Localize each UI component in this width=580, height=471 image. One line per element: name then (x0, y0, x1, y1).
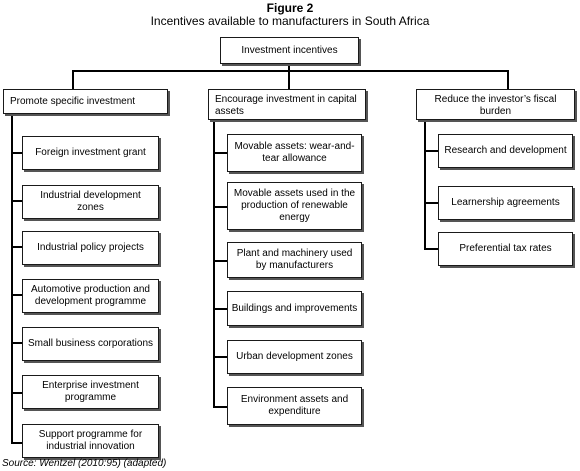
leaf-node: Foreign investment grant (22, 136, 159, 170)
connector-stub (424, 202, 438, 204)
leaf-label: Environment assets and expenditure (240, 394, 349, 417)
connector-stub (11, 294, 23, 296)
connector-stub (213, 260, 227, 262)
leaf-label: Enterprise investment programme (42, 380, 139, 403)
leaf-label: Movable assets: wear-and-tear allowance (234, 141, 355, 164)
leaf-node: Enterprise investment programme (22, 375, 159, 409)
leaf-label: Plant and machinery used by manufacturer… (236, 248, 353, 271)
leaf-label: Preferential tax rates (459, 243, 552, 254)
connector-branch-3-drop (507, 70, 509, 90)
connector-stub (11, 152, 23, 154)
connector-horizontal-bus (72, 70, 508, 72)
connector-stub (424, 150, 438, 152)
connector-stub (213, 206, 227, 208)
root-label: Investment incentives (241, 44, 338, 56)
leaf-label: Automotive production and development pr… (31, 284, 150, 307)
connector-branch-2-drop (288, 70, 290, 90)
leaf-node: Research and development (438, 134, 573, 168)
leaf-node: Industrial policy projects (22, 231, 159, 265)
leaf-label: Support programme for industrial innovat… (38, 429, 143, 452)
connector-stub (424, 248, 438, 250)
connector-stub (11, 200, 23, 202)
connector-stub (11, 246, 23, 248)
connector-stub (11, 392, 23, 394)
leaf-node: Small business corporations (22, 327, 159, 361)
branch-node-promote-specific-investment: Promote specific investment (3, 89, 168, 114)
figure-title: Incentives available to manufacturers in… (150, 14, 430, 28)
leaf-node: Support programme for industrial innovat… (22, 424, 159, 458)
branch-label: Promote specific investment (10, 95, 136, 107)
connector-root-down (288, 64, 290, 71)
leaf-label: Foreign investment grant (35, 147, 146, 158)
root-node: Investment incentives (220, 37, 359, 64)
branch-node-reduce-fiscal-burden: Reduce the investor’s fiscal burden (416, 89, 575, 120)
leaf-label: Movable assets used in the production of… (233, 188, 356, 223)
leaf-node: Learnership agreements (438, 186, 573, 220)
leaf-label: Buildings and improvements (231, 302, 358, 314)
branch-label: Encourage investment in capital assets (215, 94, 357, 117)
leaf-node: Urban development zones (227, 340, 362, 374)
leaf-label: Learnership agreements (451, 197, 560, 208)
leaf-node: Movable assets used in the production of… (227, 182, 362, 230)
branch-label: Reduce the investor’s fiscal burden (434, 94, 557, 117)
connector-stub (213, 152, 227, 154)
connector-stub (213, 406, 227, 408)
connector-stub (213, 308, 227, 310)
leaf-node: Buildings and improvements (227, 291, 362, 326)
source-note: Source: Wentzel (2010:95) (adapted) (2, 458, 167, 469)
figure-number: Figure 2 (266, 1, 314, 15)
leaf-node: Industrial development zones (22, 185, 159, 219)
connector-stub (11, 342, 23, 344)
leaf-label: Small business corporations (27, 338, 154, 349)
leaf-label: Research and development (444, 145, 567, 156)
connector-branch-3-spine (424, 114, 426, 250)
connector-stub (213, 356, 227, 358)
leaf-label: Industrial development zones (40, 190, 141, 213)
leaf-node: Preferential tax rates (438, 232, 573, 266)
leaf-node: Automotive production and development pr… (22, 279, 159, 313)
connector-branch-1-drop (72, 70, 74, 90)
connector-branch-1-spine (11, 114, 13, 444)
connector-stub (11, 442, 23, 444)
leaf-node: Environment assets and expenditure (227, 387, 362, 425)
branch-node-encourage-investment-capital-assets: Encourage investment in capital assets (208, 89, 366, 120)
leaf-label: Industrial policy projects (37, 242, 144, 253)
leaf-label: Urban development zones (236, 351, 353, 362)
leaf-node: Plant and machinery used by manufacturer… (227, 242, 362, 278)
leaf-node: Movable assets: wear-and-tear allowance (227, 134, 362, 172)
